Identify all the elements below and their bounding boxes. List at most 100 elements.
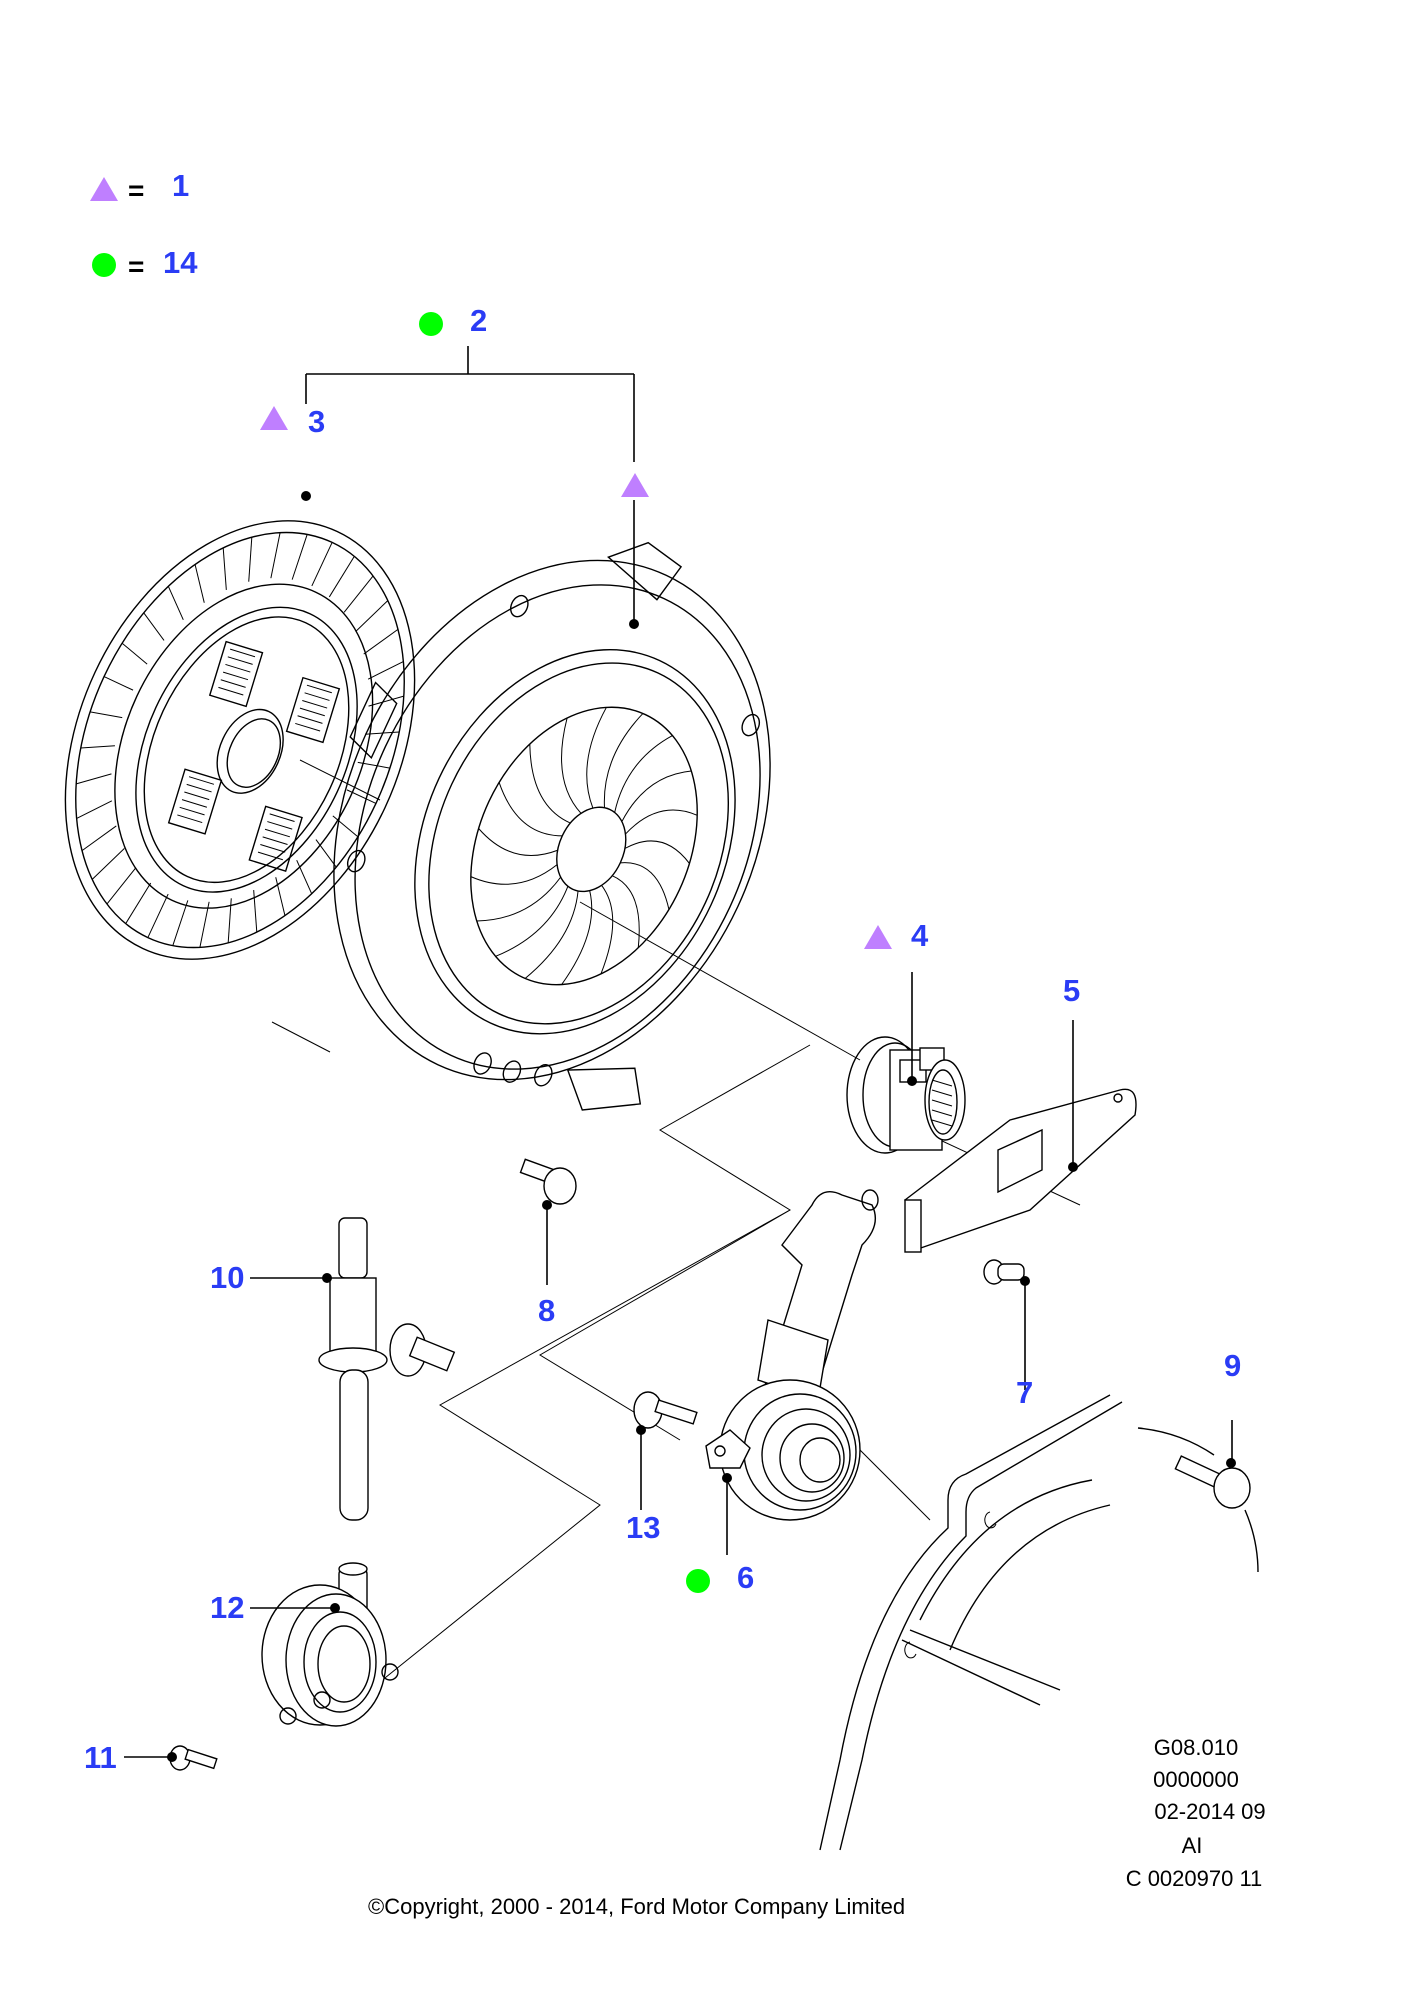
bleed-connector-drawing bbox=[318, 1217, 456, 1521]
friction-segment-divider bbox=[222, 547, 227, 591]
diaphragm-finger bbox=[495, 886, 569, 957]
friction-segment-divider bbox=[346, 789, 377, 804]
callout-11[interactable]: 11 bbox=[84, 1740, 117, 1775]
callout-10[interactable]: 10 bbox=[210, 1260, 245, 1295]
friction-segment-divider bbox=[81, 825, 117, 852]
friction-segment-divider bbox=[80, 745, 115, 749]
callout-4[interactable]: 4 bbox=[911, 918, 929, 953]
friction-segment-divider bbox=[147, 893, 169, 938]
diaphragm-finger bbox=[586, 707, 607, 809]
clutch-disc-drawing bbox=[64, 520, 416, 960]
friction-segment-divider bbox=[253, 889, 258, 933]
friction-segment-divider bbox=[291, 534, 308, 580]
ref-catalog: C 0020970 11 bbox=[1125, 1866, 1263, 1891]
bolt-8-drawing bbox=[519, 1158, 577, 1205]
leader-dot-12 bbox=[330, 1603, 340, 1613]
copyright-notice: ©Copyright, 2000 - 2014, Ford Motor Comp… bbox=[368, 1894, 906, 1919]
callout-5[interactable]: 5 bbox=[1063, 973, 1081, 1008]
callout-6-circle-icon bbox=[686, 1569, 710, 1593]
friction-segment-divider bbox=[343, 575, 374, 613]
friction-segment-divider bbox=[315, 839, 337, 868]
friction-segment-divider bbox=[363, 628, 399, 655]
diaphragm-finger bbox=[529, 744, 571, 824]
ref-date: 02-2014 09 bbox=[1154, 1799, 1266, 1824]
ref-number: 0000000 bbox=[1153, 1767, 1239, 1792]
friction-segment-divider bbox=[248, 537, 253, 582]
friction-segment-divider bbox=[227, 898, 232, 943]
friction-segment-divider bbox=[355, 600, 389, 632]
callout-13[interactable]: 13 bbox=[626, 1510, 661, 1545]
diaphragm-finger bbox=[603, 713, 644, 808]
friction-segment-divider bbox=[275, 877, 286, 916]
leader-dot-6 bbox=[722, 1473, 732, 1483]
axis-lines bbox=[271, 759, 1081, 1691]
diaphragm-finger bbox=[612, 875, 640, 948]
diaphragm-finger bbox=[614, 735, 673, 813]
release-fork-drawing bbox=[904, 1088, 1137, 1253]
friction-segment-divider bbox=[199, 901, 210, 948]
legend-value-triangle: 1 bbox=[172, 168, 190, 203]
friction-segment-divider bbox=[167, 586, 184, 620]
bell-housing-drawing bbox=[819, 1394, 1259, 1851]
friction-segment-divider bbox=[106, 867, 137, 905]
legend-circle-icon bbox=[92, 253, 116, 277]
friction-segment-divider bbox=[125, 882, 152, 924]
ref-code: G08.010 bbox=[1153, 1735, 1239, 1760]
diaphragm-finger bbox=[561, 890, 593, 985]
friction-segment-divider bbox=[311, 542, 333, 587]
friction-segment-divider bbox=[172, 900, 189, 946]
callout-8[interactable]: 8 bbox=[538, 1293, 556, 1328]
concentric-slave-cylinder-drawing bbox=[261, 1562, 399, 1727]
friction-segment-divider bbox=[121, 642, 148, 665]
callout-pressure-plate-triangle-icon bbox=[621, 473, 649, 497]
friction-segment-divider bbox=[91, 848, 125, 880]
leader-dot-3 bbox=[301, 491, 311, 501]
callout-2-circle-icon bbox=[419, 312, 443, 336]
pivot-stud-drawing bbox=[983, 1259, 1025, 1285]
pressure-plate-drawing bbox=[333, 541, 771, 1111]
friction-segment-divider bbox=[368, 695, 404, 707]
callout-6[interactable]: 6 bbox=[737, 1560, 755, 1595]
legend-value-circle: 14 bbox=[163, 245, 198, 280]
friction-segment-divider bbox=[332, 815, 359, 838]
diaphragm-finger bbox=[625, 809, 698, 835]
friction-segment-divider bbox=[328, 556, 355, 598]
kit-bracket bbox=[305, 346, 635, 462]
friction-segment-divider bbox=[357, 761, 390, 769]
leader-dot-11 bbox=[167, 1752, 177, 1762]
callout-3[interactable]: 3 bbox=[308, 404, 326, 439]
bolt-11-drawing bbox=[169, 1745, 218, 1771]
diaphragm-finger bbox=[621, 770, 692, 822]
legend-equals-2: = bbox=[128, 251, 145, 282]
friction-segment-divider bbox=[367, 661, 404, 680]
diaphragm-finger bbox=[561, 717, 582, 814]
legend-triangle-icon bbox=[90, 177, 118, 201]
friction-segment-divider bbox=[270, 532, 281, 579]
callout-9[interactable]: 9 bbox=[1224, 1348, 1242, 1383]
leader-dot-8 bbox=[542, 1200, 552, 1210]
bolt-9-drawing bbox=[1174, 1455, 1251, 1509]
callout-12[interactable]: 12 bbox=[210, 1590, 245, 1625]
legend-equals-1: = bbox=[128, 175, 145, 206]
friction-segment-divider bbox=[194, 564, 205, 603]
diaphragm-finger bbox=[470, 864, 558, 885]
diaphragm-finger bbox=[498, 782, 563, 837]
bolt-13-drawing bbox=[633, 1391, 698, 1429]
callout-2[interactable]: 2 bbox=[470, 303, 488, 338]
leader-dot-4 bbox=[907, 1076, 917, 1086]
friction-segment-divider bbox=[143, 612, 165, 641]
diaphragm-finger bbox=[478, 828, 558, 856]
diaphragm-finger bbox=[476, 876, 562, 922]
diaphragm-finger bbox=[600, 885, 614, 975]
friction-segment-divider bbox=[296, 860, 313, 894]
friction-segment-divider bbox=[103, 676, 134, 691]
callout-7[interactable]: 7 bbox=[1016, 1375, 1034, 1410]
leader-dot-5 bbox=[1068, 1162, 1078, 1172]
callout-3-triangle-icon bbox=[260, 406, 288, 430]
leader-dot-7 bbox=[1020, 1276, 1030, 1286]
diaphragm-finger bbox=[524, 890, 579, 979]
friction-segment-divider bbox=[90, 711, 123, 719]
leader-dot-9 bbox=[1226, 1458, 1236, 1468]
friction-segment-divider bbox=[76, 800, 113, 819]
